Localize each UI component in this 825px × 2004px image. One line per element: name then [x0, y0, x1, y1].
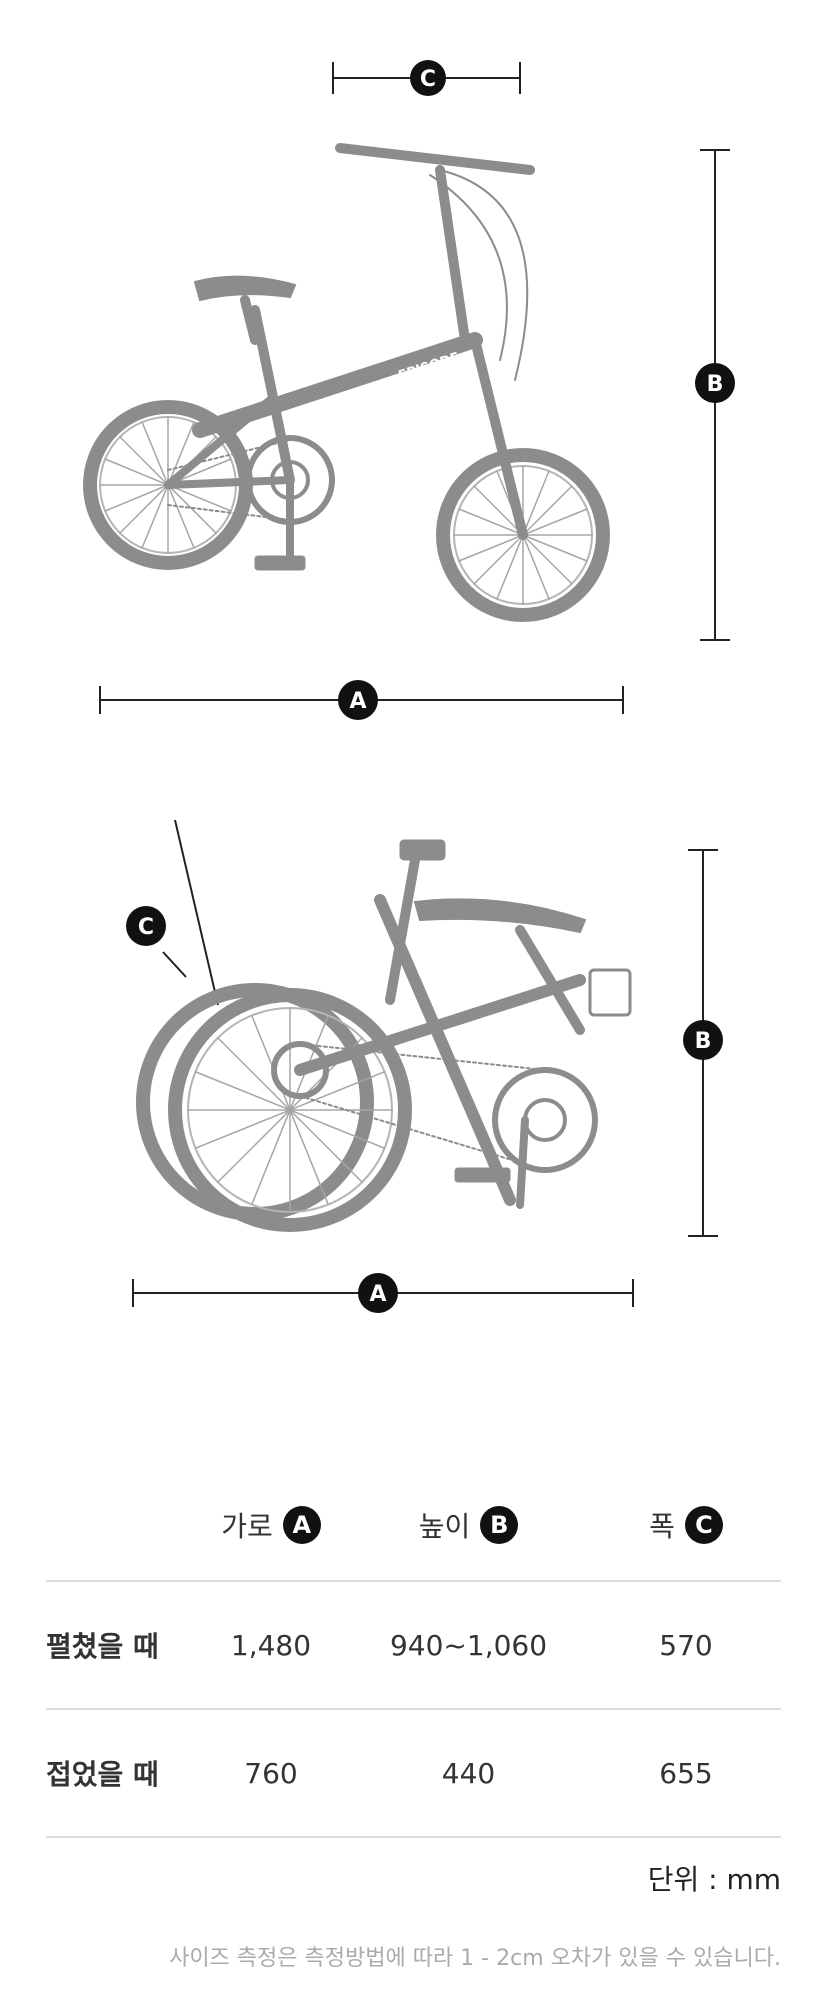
unfolded-width-value: 1,480 — [230, 1628, 312, 1662]
header-badge-a: A — [282, 1506, 321, 1544]
size-spec-table: 가로 A 높이 B 폭 C 펼쳤을 때 1,480 940~1,060 570 … — [46, 1470, 781, 1838]
header-height: 높이 B — [346, 1505, 591, 1545]
badge-a: A — [369, 1282, 386, 1307]
saddle-icon — [413, 898, 587, 934]
badge-a: A — [349, 689, 366, 714]
header-badge-b: B — [480, 1506, 519, 1544]
table-row: 펼쳤을 때 1,480 940~1,060 570 — [46, 1582, 781, 1710]
badge-c: C — [420, 67, 436, 92]
header-depth-label: 폭 — [649, 1510, 675, 1543]
dimension-c-folded: C — [126, 820, 219, 1006]
folded-depth-value: 655 — [659, 1756, 713, 1790]
row-label-folded: 접었을 때 — [46, 1758, 159, 1791]
folded-bike-diagram: C B A — [0, 820, 825, 1340]
saddle-icon — [193, 275, 297, 302]
dimension-a-bottom: A — [99, 680, 624, 720]
header-depth: 폭 C — [591, 1505, 781, 1545]
header-width-label: 가로 — [221, 1510, 273, 1543]
chainring-icon — [492, 1067, 598, 1173]
badge-b: B — [695, 1029, 712, 1054]
unfolded-depth-value: 570 — [659, 1628, 713, 1662]
unfolded-bike-svg: C B A — [83, 60, 735, 720]
handlebar-icon — [335, 143, 535, 175]
dimension-c-top: C — [332, 60, 521, 96]
dimension-a-folded: A — [132, 1273, 634, 1313]
badge-c: C — [138, 915, 154, 940]
folded-width-value: 760 — [244, 1756, 298, 1790]
folded-height-value: 440 — [441, 1756, 496, 1790]
row-label-unfolded: 펼쳤을 때 — [46, 1630, 159, 1663]
dimension-b-right: B — [695, 149, 735, 641]
header-badge-c: C — [684, 1506, 723, 1544]
folded-bike-illustration: EPISODE — [136, 839, 632, 1232]
brand-text: EPISODE — [429, 924, 494, 952]
unfolded-height-value: 940~1,060 — [389, 1628, 548, 1662]
header-width: 가로 A — [196, 1505, 346, 1545]
unit-label: 단위 : mm — [647, 1863, 781, 1896]
front-wheel-icon — [168, 988, 412, 1232]
table-header-row: 가로 A 높이 B 폭 C — [46, 1470, 781, 1582]
dimension-b-folded: B — [683, 849, 723, 1237]
badge-b: B — [707, 372, 724, 397]
table-row: 접었을 때 760 440 655 — [46, 1710, 781, 1838]
measurement-note: 사이즈 측정은 측정방법에 따라 1 - 2cm 오차가 있을 수 있습니다. — [169, 1946, 781, 1971]
header-height-label: 높이 — [418, 1510, 471, 1543]
front-wheel-icon — [436, 448, 610, 622]
unfolded-bike-diagram: C B A — [0, 0, 825, 760]
folded-bike-svg: C B A — [126, 820, 723, 1313]
unfolded-bike-illustration: EPISODE — [83, 143, 610, 622]
